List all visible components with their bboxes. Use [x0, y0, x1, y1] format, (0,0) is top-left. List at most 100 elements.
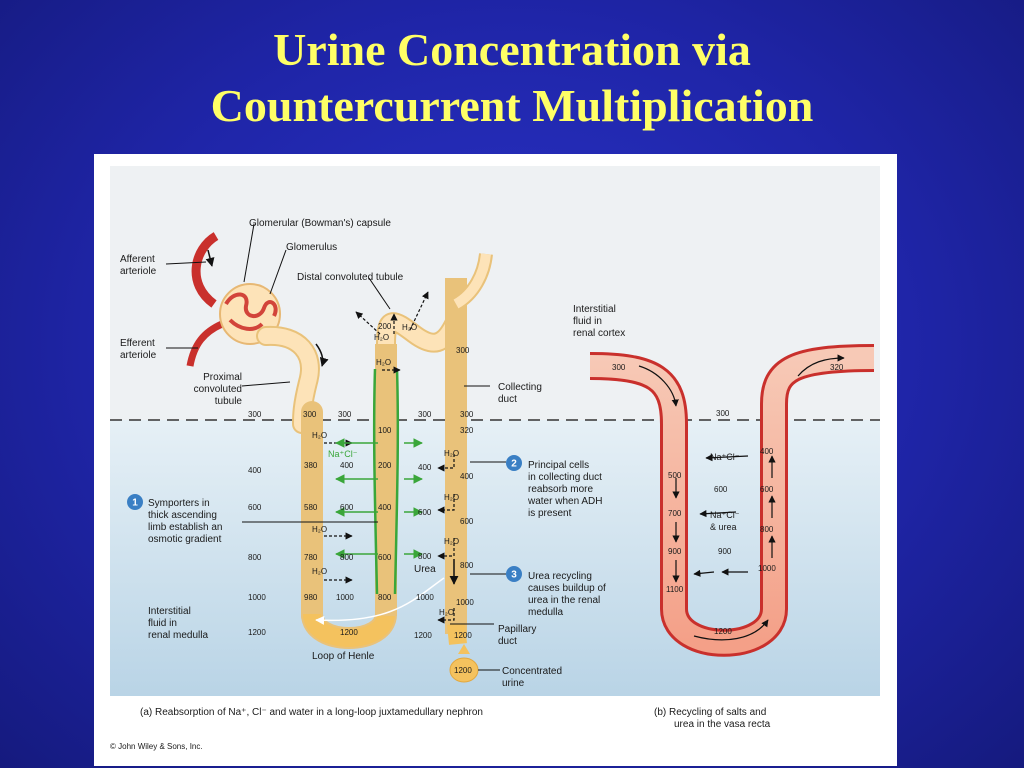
- osm-loop: 1200: [340, 628, 358, 637]
- water-outflow-arrows: [324, 291, 455, 624]
- vasa-osm: 500: [668, 471, 682, 480]
- label-efferent-2: arteriole: [120, 350, 157, 361]
- caption-b-line-1: (b) Recycling of salts and: [654, 707, 766, 718]
- urea-recycling-arrow: [315, 577, 445, 625]
- caption-a: (a) Reabsorption of Na⁺, Cl⁻ and water i…: [140, 707, 483, 718]
- osm-descending-adj: 400: [340, 461, 354, 470]
- osm-descending: 780: [304, 553, 318, 562]
- label-medulla-1: Interstitial: [148, 606, 191, 617]
- osm-descending: 300: [303, 410, 317, 419]
- callout-1-line-2: thick ascending: [148, 510, 217, 521]
- osm-descending: 380: [304, 461, 318, 470]
- osm-interstitial: 1000: [416, 593, 434, 602]
- label-distal-tubule: Distal convoluted tubule: [297, 272, 404, 283]
- osm-extracellular: 1200: [248, 628, 266, 637]
- label-glomerular-capsule: Glomerular (Bowman's) capsule: [249, 218, 391, 229]
- water-label: H₂O: [312, 567, 327, 576]
- callout-3-line-2: causes buildup of: [528, 583, 606, 594]
- flow-arrow: [205, 249, 215, 267]
- vasa-osm: 800: [760, 525, 774, 534]
- osm-extracellular: 800: [248, 553, 262, 562]
- vasa-flow-arrows: [638, 354, 845, 641]
- title-line-2: Countercurrent Multiplication: [210, 80, 814, 131]
- vasa-osm: 1200: [714, 627, 732, 636]
- osm-collecting-top: 300: [456, 346, 470, 355]
- label-efferent-1: Efferent: [120, 338, 155, 349]
- vasa-label-urea: & urea: [710, 522, 737, 532]
- callout-2-number: 2: [511, 459, 517, 470]
- label-collecting-2: duct: [498, 394, 517, 405]
- label-proximal-3: tubule: [215, 396, 243, 407]
- label-cortex-2: fluid in: [573, 316, 602, 327]
- osm-descending-adj: 1000: [336, 593, 354, 602]
- osm-distal: 200: [378, 322, 392, 331]
- vasa-osm: 900: [668, 547, 682, 556]
- label-cortex-1: Interstitial: [573, 304, 616, 315]
- thick-ascending-membrane: [372, 368, 379, 595]
- osm-extracellular: 600: [248, 503, 262, 512]
- osm-interstitial: 400: [418, 463, 432, 472]
- label-urine-1: Concentrated: [502, 666, 562, 677]
- vasa-osm: 300: [612, 363, 626, 372]
- water-label: H₂O: [402, 323, 417, 332]
- osm-collecting: 300: [460, 410, 474, 419]
- osm-interstitial: 600: [418, 508, 432, 517]
- callout-2-line-1: Principal cells: [528, 460, 589, 471]
- callout-1-line-3: limb establish an: [148, 522, 222, 533]
- osm-collecting: 400: [460, 472, 474, 481]
- water-label: H₂O: [444, 493, 459, 502]
- vasa-osm-interstitial: 300: [716, 409, 730, 418]
- nephron-diagram: 1 2 3 Glomerular (Bowman's) capsule Glom…: [110, 166, 880, 751]
- vasa-osm-interstitial: 900: [718, 547, 732, 556]
- callout-1-number: 1: [132, 498, 138, 509]
- callout-2-line-4: water when ADH: [527, 496, 602, 507]
- water-label: H₂O: [444, 449, 459, 458]
- osm-extracellular: 300: [248, 410, 262, 419]
- label-glomerulus: Glomerulus: [286, 242, 337, 253]
- osm-ascending: 200: [378, 461, 392, 470]
- label-collecting-1: Collecting: [498, 382, 542, 393]
- osm-collecting: 1200: [454, 631, 472, 640]
- osm-interstitial: 1200: [414, 631, 432, 640]
- glomerulus: [224, 292, 278, 331]
- vasa-recta-lumen: [589, 347, 875, 654]
- water-label: H₂O: [439, 608, 454, 617]
- label-papillary-2: duct: [498, 636, 517, 647]
- osm-descending-adj: 600: [340, 503, 354, 512]
- vasa-osm: 320: [830, 363, 844, 372]
- vasa-osm: 400: [760, 447, 774, 456]
- label-urine-2: urine: [502, 678, 525, 689]
- papillary-duct: [447, 623, 467, 645]
- osm-ascending: 100: [378, 426, 392, 435]
- label-proximal-2: convoluted: [194, 384, 242, 395]
- callout-2-badge: [506, 455, 522, 471]
- label-afferent-1: Afferent: [120, 254, 155, 265]
- callout-1-line-4: osmotic gradient: [148, 534, 222, 545]
- osm-extracellular: 400: [248, 466, 262, 475]
- callout-2-line-3: reabsorb more: [528, 484, 593, 495]
- callout-3-line-4: medulla: [528, 607, 563, 618]
- callout-3-badge: [506, 566, 522, 582]
- osm-interstitial: 800: [418, 552, 432, 561]
- water-label: H₂O: [374, 333, 389, 342]
- osm-descending: 980: [304, 593, 318, 602]
- osm-collecting: 600: [460, 517, 474, 526]
- label-medulla-2: fluid in: [148, 618, 177, 629]
- osm-extracellular: 1000: [248, 593, 266, 602]
- callout-3-number: 3: [511, 570, 517, 581]
- label-papillary-1: Papillary: [498, 624, 536, 635]
- flow-arrow: [315, 343, 329, 367]
- osm-urine: 1200: [454, 666, 472, 675]
- osm-ascending: 800: [378, 593, 392, 602]
- efferent-arteriole: [186, 320, 224, 367]
- leader-lines: [165, 223, 506, 671]
- vasa-osm: 600: [760, 485, 774, 494]
- vasa-osm: 1100: [666, 585, 684, 594]
- label-nacl-green: Na⁺Cl⁻: [328, 449, 358, 459]
- label-loop-of-henle: Loop of Henle: [312, 651, 375, 662]
- vasa-label-nacl: Na⁺Cl⁻: [710, 452, 740, 462]
- osm-collecting: 1000: [456, 598, 474, 607]
- caption-b-line-2: urea in the vasa recta: [674, 719, 771, 730]
- label-urea: Urea: [414, 564, 436, 575]
- osm-ascending: 600: [378, 553, 392, 562]
